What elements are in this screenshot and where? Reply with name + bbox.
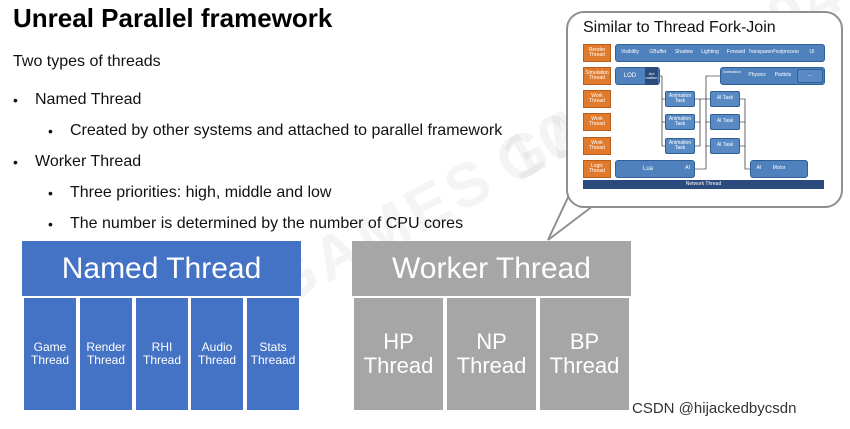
callout-title: Similar to Thread Fork-Join [583, 19, 776, 36]
sim-anim: Animation [723, 68, 741, 74]
render-stage: Transparent [749, 49, 773, 56]
ai-task-box: AI Task [710, 138, 740, 154]
bullet-named-sub: • Created by other systems and attached … [13, 115, 502, 146]
bullet-worker-thread: • Worker Thread [13, 146, 502, 177]
anim-task-box: Animation Task [665, 114, 695, 130]
render-stage: GBuffer [649, 49, 667, 56]
sim-small: Ani mation [645, 67, 658, 85]
bullet-dot: • [48, 215, 53, 232]
slide-subtitle: Two types of threads [13, 53, 161, 70]
render-stage: Visibility [621, 49, 639, 56]
render-stage: Forward [726, 49, 746, 56]
logic-track [615, 160, 695, 178]
render-stage: Postprocess [773, 49, 799, 56]
ai-task-box: AI Task [710, 91, 740, 107]
logic-lua: Lua [642, 165, 653, 172]
thread-label: Work Thread [583, 137, 611, 155]
csdn-credit: CSDN @hijackedbycsdn [632, 400, 797, 417]
sim-physics: Physics [748, 72, 766, 79]
bullet-list: • Named Thread • Created by other system… [13, 84, 502, 239]
anim-task-box: Animation Task [665, 138, 695, 154]
bullet-dot: • [13, 153, 18, 170]
sim-more: ... [797, 69, 823, 83]
logic-motor: Motor [772, 165, 786, 172]
bullet-text: Three priorities: high, middle and low [70, 183, 332, 201]
bullet-text: Created by other systems and attached to… [70, 121, 503, 139]
bullet-worker-sub2: • The number is determined by the number… [13, 208, 502, 239]
thread-label: Work Thread [583, 90, 611, 108]
logic-track-2 [750, 160, 808, 178]
bullet-text: Worker Thread [35, 152, 142, 170]
thread-label: Work Thread [583, 113, 611, 131]
thread-label: Logic Thread [583, 160, 611, 178]
thread-label: Render Thread [583, 44, 611, 62]
logic-ai: AI [756, 165, 762, 172]
sim-lod: LOD [623, 72, 637, 79]
anim-task-box: Animation Task [665, 91, 695, 107]
render-stage: Shadow [674, 49, 694, 56]
bullet-text: Named Thread [35, 90, 142, 108]
bullet-worker-sub1: • Three priorities: high, middle and low [13, 177, 502, 208]
bullet-dot: • [13, 91, 18, 108]
fork-join-callout [566, 11, 843, 208]
sim-particle: Particle [774, 72, 792, 79]
slide-title: Unreal Parallel framework [13, 3, 333, 33]
render-track [615, 44, 825, 62]
bullet-dot: • [48, 122, 53, 139]
logic-ai: AI [685, 165, 690, 172]
bullet-dot: • [48, 184, 53, 201]
ai-task-box: AI Task [710, 114, 740, 130]
render-stage: UI [809, 49, 815, 56]
render-stage: Lighting [701, 49, 719, 56]
thread-label: Simulation Thread [583, 67, 611, 85]
bullet-named-thread: • Named Thread [13, 84, 502, 115]
named-thread-header: Named Thread [22, 241, 301, 296]
network-thread-bar: Network Thread [583, 180, 824, 189]
worker-thread-header: Worker Thread [352, 241, 631, 296]
bullet-text: The number is determined by the number o… [70, 214, 464, 232]
